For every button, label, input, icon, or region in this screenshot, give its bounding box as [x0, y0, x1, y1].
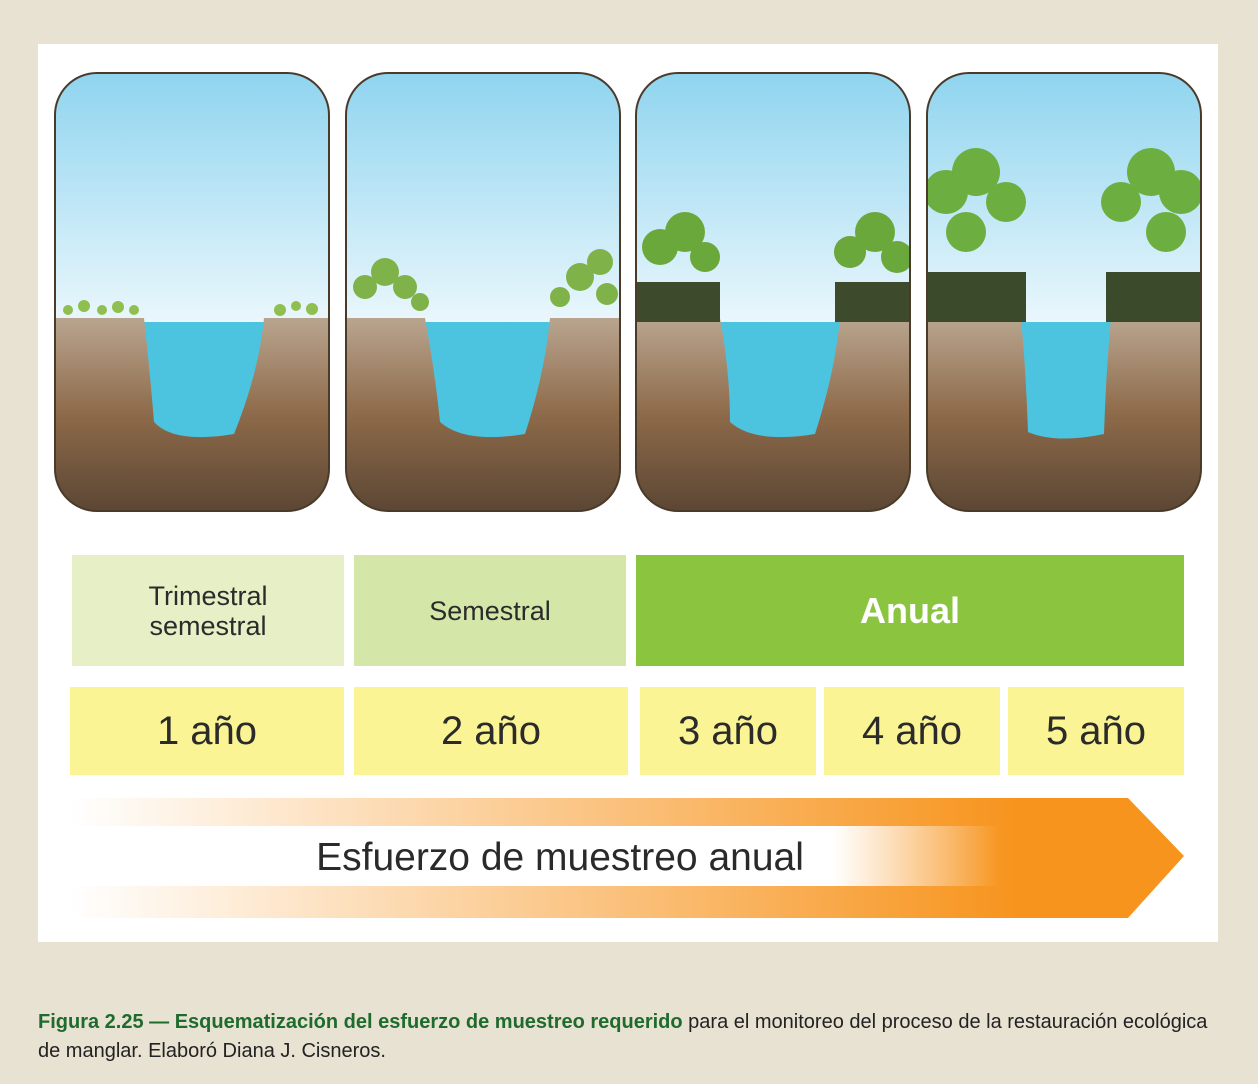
year-box: 5 año — [1008, 687, 1184, 775]
arrow-label: Esfuerzo de muestreo anual — [316, 836, 804, 879]
frequency-band-semestral: Semestral — [354, 555, 626, 666]
mangrove-mature-illustration — [926, 72, 1202, 512]
year-box: 1 año — [70, 687, 344, 775]
mangrove-shrubs-illustration — [345, 72, 621, 512]
year-label: 5 año — [1045, 708, 1147, 753]
arrow-shape — [70, 798, 1184, 918]
scene-year-2 — [345, 72, 621, 512]
year-box: 3 año — [640, 687, 816, 775]
mangrove-young-trees-illustration — [635, 72, 911, 512]
year-label: 3 año — [677, 708, 779, 753]
scene-year-5 — [926, 72, 1202, 512]
frequency-band-anual: Anual — [636, 555, 1184, 666]
caption-title: Figura 2.25 — Esquematización del esfuer… — [38, 1011, 683, 1033]
frequency-label-line: Trimestral — [148, 580, 268, 611]
year-label: 2 año — [440, 708, 542, 753]
frequency-band-trimestral: Trimestral semestral — [72, 555, 344, 666]
sampling-effort-arrow: Esfuerzo de muestreo anual — [70, 798, 1184, 918]
mangrove-seedlings-illustration — [54, 72, 330, 512]
figure-caption: Figura 2.25 — Esquematización del esfuer… — [38, 1008, 1218, 1066]
year-label: 4 año — [861, 708, 963, 753]
year-box: 4 año — [824, 687, 1000, 775]
frequency-label: Anual — [859, 589, 960, 631]
frequency-label: Semestral — [429, 595, 551, 626]
caption-text: para el monitoreo del proceso de la rest… — [38, 1011, 1208, 1062]
figure-panel: Trimestral semestral Semestral Anual 1 a… — [38, 44, 1218, 942]
year-box: 2 año — [354, 687, 628, 775]
scene-year-3 — [635, 72, 911, 512]
year-label: 1 año — [156, 708, 258, 753]
frequency-label-line: semestral — [149, 610, 267, 641]
scene-year-1 — [54, 72, 330, 512]
